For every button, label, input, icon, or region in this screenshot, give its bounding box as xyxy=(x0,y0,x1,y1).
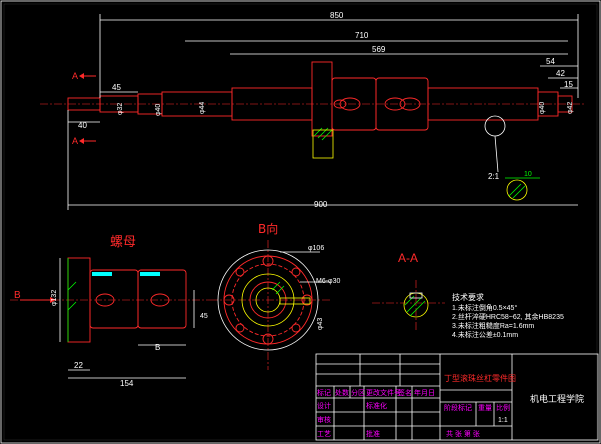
detail-circle xyxy=(484,115,506,137)
tech-req-title: 技术要求 xyxy=(452,292,484,302)
school-name: 机电工程学院 xyxy=(530,393,584,405)
dim-42: 42 xyxy=(556,69,565,78)
tb-cell-0: 标记 xyxy=(317,388,331,397)
view-b-m6: M6-φ30 xyxy=(316,278,340,285)
dim-45: 45 xyxy=(112,83,121,92)
tb-scale: 1:1 xyxy=(498,417,508,424)
tech-req-line-3: 3.未标注粗糙度Ra=1.6mm xyxy=(452,321,534,330)
view-b-106: φ106 xyxy=(308,245,324,252)
nut-title: 螺母 xyxy=(110,235,136,250)
view-b-dim-lines xyxy=(280,251,330,283)
dim-dia3: φ44 xyxy=(199,102,206,114)
dim-dia1: φ32 xyxy=(117,103,124,115)
tb-cell-5: 年月日 xyxy=(414,388,435,397)
tb-cell-4: 签名 xyxy=(398,388,412,397)
inner-border xyxy=(3,3,598,441)
nut-dim-lines xyxy=(59,258,195,379)
tb-cell-11: 审核 xyxy=(317,415,331,424)
nut-22: 22 xyxy=(74,361,83,370)
section-a-bottom: A xyxy=(72,136,78,146)
section-aa-drawing xyxy=(372,280,445,330)
ball-track-2 xyxy=(384,97,406,111)
dim-54: 54 xyxy=(546,57,555,66)
ball-track-1 xyxy=(339,97,361,111)
dim-710: 710 xyxy=(355,31,369,40)
arrow-b-label: B xyxy=(14,290,21,301)
tech-req-line-4: 4.未标注公差±0.1mm xyxy=(452,330,518,339)
dim-15: 15 xyxy=(564,80,573,89)
ball-track-3 xyxy=(399,97,421,111)
scale-label: 2:1 xyxy=(488,172,500,181)
shaft-dim-lines xyxy=(67,14,579,210)
dim-569: 569 xyxy=(372,45,386,54)
section-a-top: A xyxy=(72,71,78,81)
flange-detail xyxy=(312,129,334,159)
scale-10: 10 xyxy=(524,171,532,178)
section-arrow-a-top xyxy=(79,73,96,79)
nut-b: B xyxy=(155,343,160,352)
arrow-b xyxy=(20,297,56,303)
title-block xyxy=(315,353,599,441)
dim-850: 850 xyxy=(330,11,344,20)
section-aa-title: A-A xyxy=(398,251,418,265)
view-b-drawing xyxy=(210,240,330,370)
tb-sheet: 共 张 第 张 xyxy=(446,429,480,438)
tb-cell-8: 阶段标记 xyxy=(444,403,472,412)
tb-cell-13: 批准 xyxy=(366,429,380,438)
view-b-title: B向 xyxy=(258,221,278,236)
nut-dia: φ132 xyxy=(51,290,58,306)
dim-40: 40 xyxy=(78,121,87,130)
ball-track-4 xyxy=(333,99,347,109)
dim-dia5: φ42 xyxy=(567,102,574,114)
tb-cell-3: 更改文件号 xyxy=(366,388,401,397)
tb-cell-1: 处数 xyxy=(335,388,349,397)
drawing-name: 丁型滚珠丝杠零件图 xyxy=(444,373,516,383)
shaft-drawing xyxy=(40,61,585,201)
nut-drawing xyxy=(10,257,210,343)
tb-cell-6: 设计 xyxy=(317,401,331,410)
section-arrow-a-bottom xyxy=(79,138,96,144)
view-b-43: φ43 xyxy=(317,318,324,330)
shaft-flange xyxy=(311,61,333,137)
tb-cell-2: 分区 xyxy=(351,388,365,397)
detail-view-circle xyxy=(506,179,528,201)
shaft-seg-8 xyxy=(557,95,573,113)
nut-len: 154 xyxy=(120,379,134,388)
nut-45: 45 xyxy=(200,313,208,320)
dim-dia4: φ40 xyxy=(539,102,546,114)
tb-cell-9: 重量 xyxy=(478,404,492,412)
dim-dia2: φ40 xyxy=(155,104,162,116)
tb-cell-12: 工艺 xyxy=(317,430,331,438)
tech-req-line-2: 2.丝杆淬硬HRC58~62, 其余HB8235 xyxy=(452,312,564,321)
tech-req-line-1: 1.未标注倒角0.5×45° xyxy=(452,303,517,312)
dim-900: 900 xyxy=(314,200,328,209)
tb-cell-10: 比例 xyxy=(496,403,510,412)
tb-cell-7: 标准化 xyxy=(366,401,387,410)
